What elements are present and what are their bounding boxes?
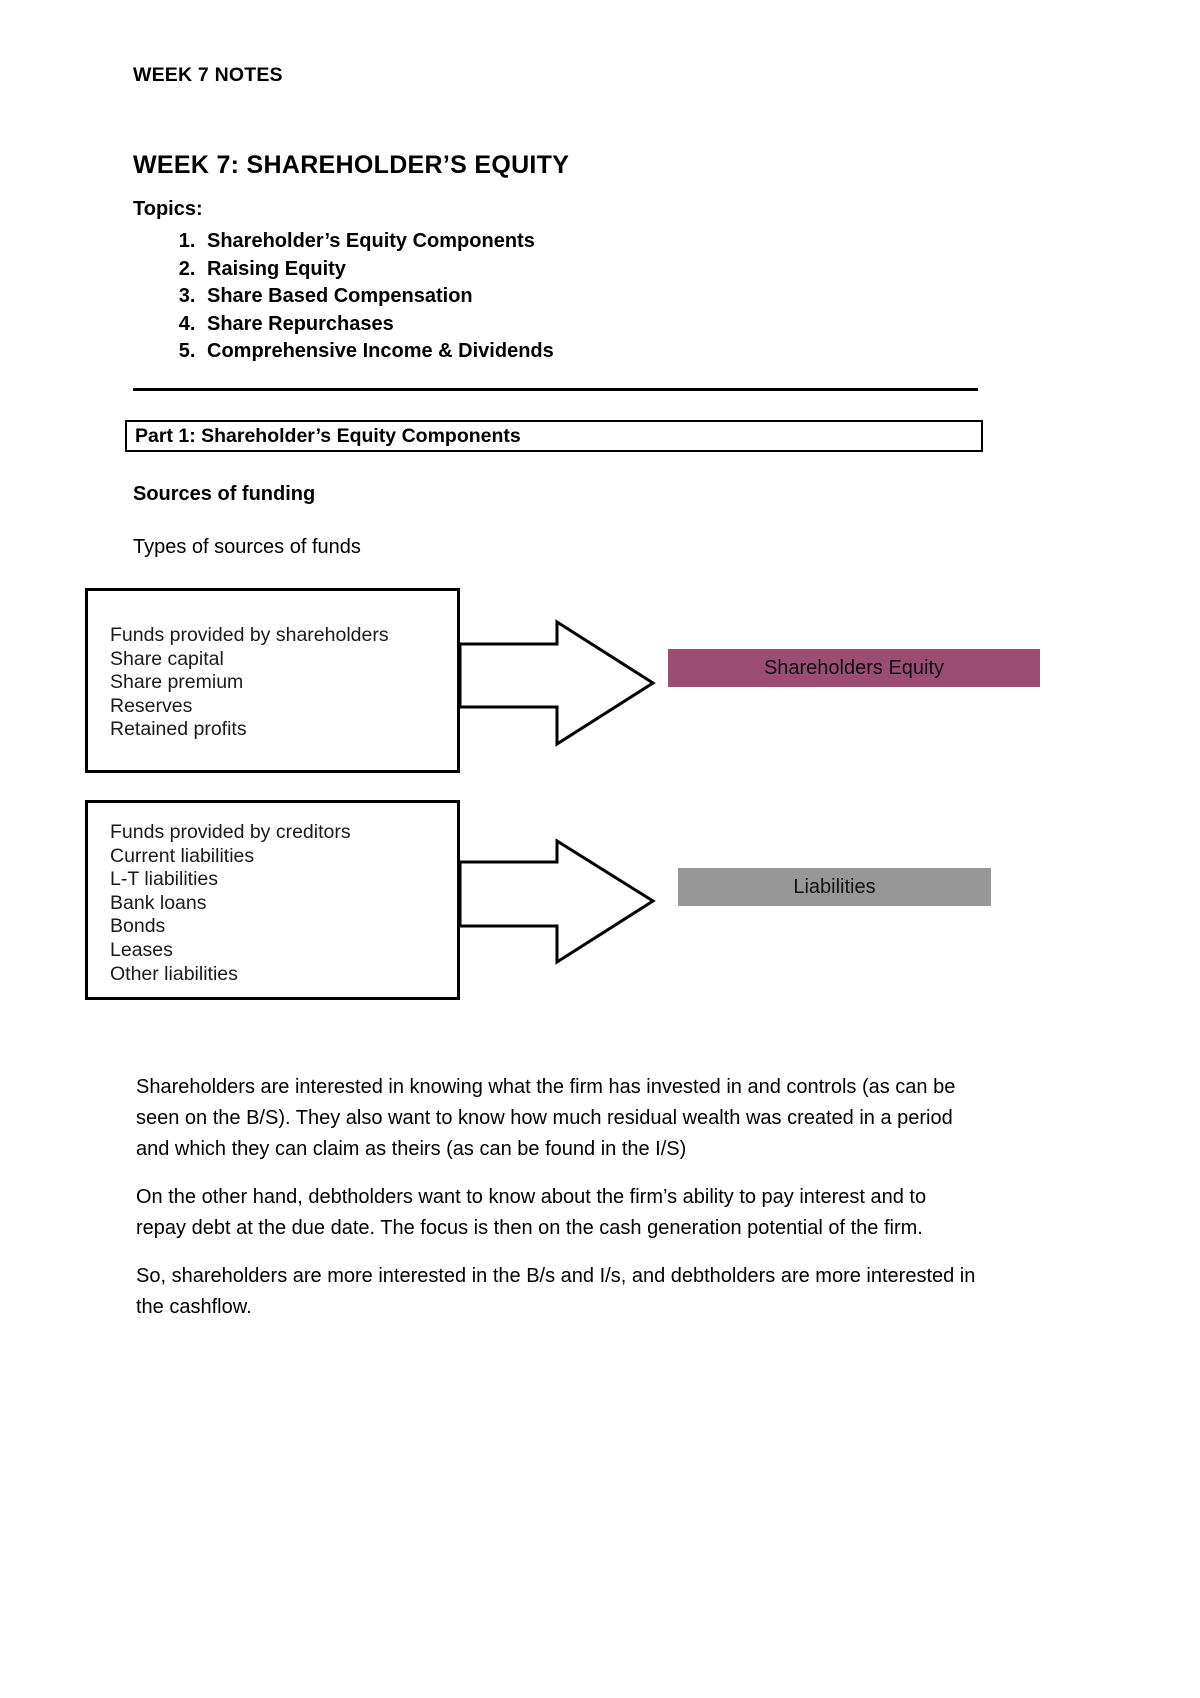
list-item: Funds provided by shareholders [110,624,389,646]
liability-sources-list: Funds provided by creditors Current liab… [110,821,351,986]
topics-label: Topics: [133,198,203,220]
equity-sources-box: Funds provided by shareholders Share cap… [85,588,460,773]
list-item: Leases [110,938,173,961]
liabilities-label: Liabilities [793,875,876,898]
body-paragraph: Shareholders are interested in knowing w… [136,1076,956,1160]
body-paragraph: So, shareholders are more interested in … [136,1265,976,1318]
liability-sources-box: Funds provided by creditors Current liab… [85,800,460,1000]
body-paragraph: On the other hand, debtholders want to k… [136,1186,927,1239]
section-subheading: Types of sources of funds [133,536,361,558]
horizontal-rule [133,388,978,391]
list-item: Shareholder’s Equity Components [201,228,554,256]
list-item: Share premium [110,671,244,694]
list-item: Raising Equity [201,256,554,284]
liabilities-arrow-icon [458,838,656,965]
list-item: Share Based Compensation [201,283,554,311]
list-item: L-T liabilities [110,868,219,891]
list-item: Funds provided by creditors [110,821,351,843]
list-item: Retained profits [110,718,247,741]
shareholders-equity-tag: Shareholders Equity [668,649,1040,687]
list-item: Current liabilities [110,844,255,867]
list-item: Other liabilities [110,962,238,985]
list-item: Share capital [110,647,224,670]
part-heading-box: Part 1: Shareholder’s Equity Components [125,420,983,452]
equity-arrow-icon [458,619,656,747]
section-heading: Sources of funding [133,483,316,505]
list-item: Bank loans [110,891,207,914]
list-item: Bonds [110,915,166,938]
page-title: WEEK 7: SHAREHOLDER’S EQUITY [133,150,570,179]
list-item: Comprehensive Income & Dividends [201,338,554,366]
shareholders-equity-label: Shareholders Equity [763,656,945,679]
running-header: WEEK 7 NOTES [133,64,283,86]
list-item: Reserves [110,694,193,717]
list-item: Share Repurchases [201,311,554,339]
topics-list: Shareholder’s Equity Components Raising … [133,228,554,366]
part-heading-label: Part 1: Shareholder’s Equity Components [135,424,521,447]
equity-sources-list: Funds provided by shareholders Share cap… [110,624,389,742]
liabilities-tag: Liabilities [678,868,991,906]
